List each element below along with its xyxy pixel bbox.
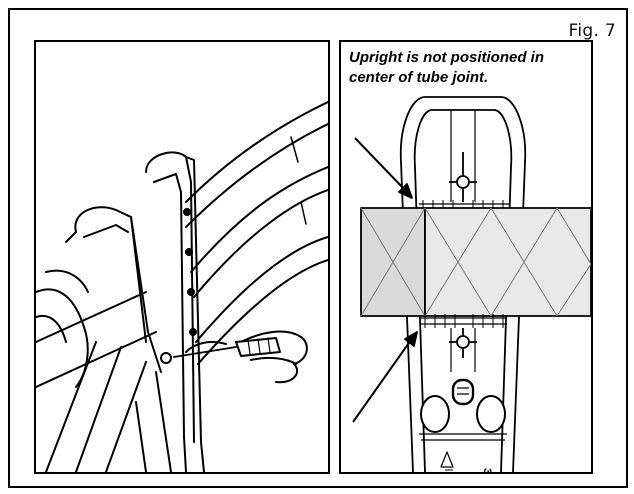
figure-caption: Upright is not positioned in center of t…	[349, 48, 589, 88]
screwdriver-illustration	[36, 101, 328, 472]
caption-line-2: center of tube joint.	[349, 69, 489, 86]
part-marking: 380	[481, 468, 493, 472]
figure-label: Fig. 7	[568, 21, 616, 41]
tube-joint-illustration: 380	[352, 96, 591, 472]
illustration-panel-left	[34, 40, 330, 474]
caption-line-1: Upright is not positioned in	[349, 49, 544, 66]
illustration-panel-right: 380 Upright is not positioned in center …	[339, 40, 593, 474]
